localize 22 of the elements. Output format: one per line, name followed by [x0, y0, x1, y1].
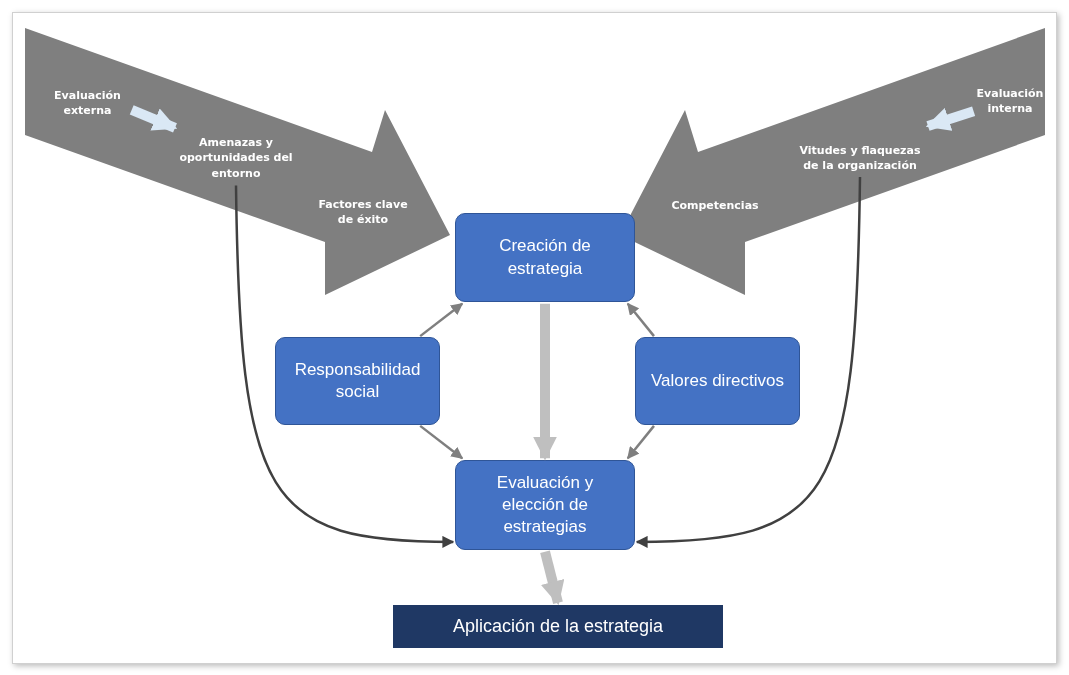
arrow-label: Factores clave de éxito — [313, 194, 413, 230]
block-arrow — [25, 28, 450, 295]
arrow-label: Amenazas y oportunidades del entorno — [175, 132, 297, 184]
arrow — [925, 106, 976, 131]
arrow — [540, 550, 565, 606]
arrow — [419, 424, 464, 460]
arrow-label: Evaluación interna — [975, 84, 1045, 118]
arrow — [635, 177, 862, 548]
process-box: Creación de estrategia — [455, 213, 635, 302]
process-box: Valores directivos — [635, 337, 800, 425]
arrow — [419, 302, 464, 338]
process-box: Aplicación de la estrategia — [393, 605, 723, 648]
arrow — [129, 105, 178, 133]
arrow — [533, 303, 557, 461]
arrow — [626, 302, 655, 337]
arrow-label: Vitudes y flaquezas de la organización — [792, 140, 928, 176]
process-box: Responsabilidad social — [275, 337, 440, 425]
arrow-label: Competencias — [665, 196, 765, 216]
arrow — [234, 185, 455, 548]
arrow — [626, 425, 655, 460]
arrow-label: Evaluación externa — [45, 86, 130, 120]
process-box: Evaluación y elección de estrategias — [455, 460, 635, 550]
